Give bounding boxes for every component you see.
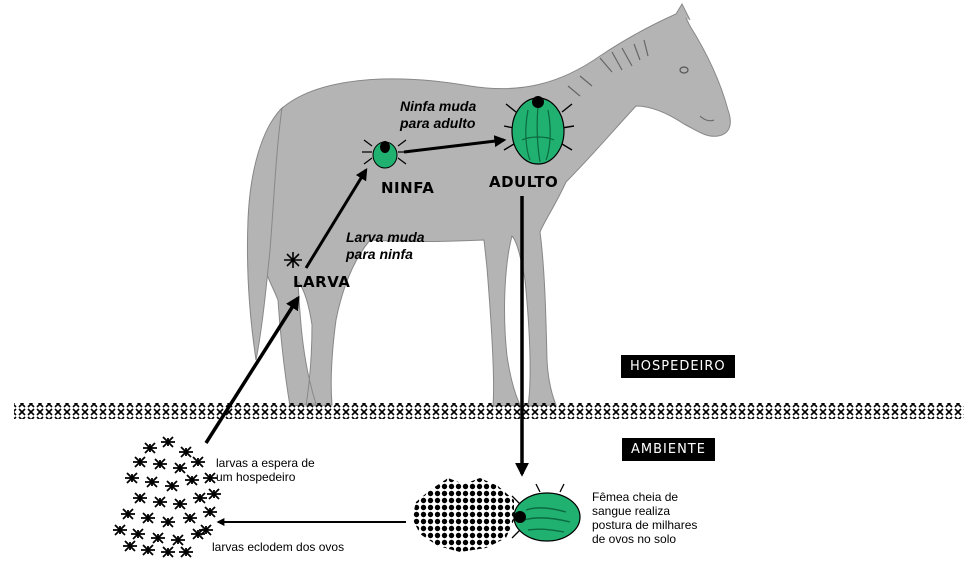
- larva-mark: [183, 513, 197, 523]
- larva-mark: [207, 489, 221, 499]
- larva-mark: [203, 473, 217, 483]
- larva-mark: [185, 475, 199, 485]
- larva-mark: [173, 499, 187, 509]
- note-hatching: larvas eclodem dos ovos: [212, 540, 344, 554]
- note-line: larvas a espera de: [216, 456, 315, 470]
- larva-mark: [125, 473, 139, 483]
- larva-mark: [143, 443, 157, 453]
- note-engorged-female: Fêmea cheia de sangue realiza postura de…: [592, 490, 697, 546]
- larva-mark: [113, 525, 127, 535]
- larva-mark: [153, 497, 167, 507]
- larva-mark: [131, 529, 145, 539]
- larva-mark: [171, 535, 185, 545]
- larva-mark: [133, 493, 147, 503]
- larva-mark: [179, 547, 193, 557]
- molt-line: para ninfa: [346, 246, 425, 263]
- larva-mark: [153, 459, 167, 469]
- larva-mark: [133, 457, 147, 467]
- molt-line: Ninfa muda: [400, 98, 476, 115]
- note-waiting-larvae: larvas a espera de um hospedeiro: [216, 456, 315, 484]
- larva-mark: [145, 477, 159, 487]
- engorged-female-tick-icon: [512, 484, 580, 541]
- molt-line: para adulto: [400, 115, 476, 132]
- larva-mark: [203, 507, 217, 517]
- larva-mark: [161, 437, 175, 447]
- note-line: um hospedeiro: [216, 470, 315, 484]
- note-line: sangue realiza: [592, 504, 697, 518]
- zone-label-hospedeiro: HOSPEDEIRO: [621, 355, 735, 378]
- waiting-larvae-cluster: [113, 437, 221, 557]
- larva-mark: [123, 541, 137, 551]
- larva-mark: [161, 517, 175, 527]
- note-line: Fêmea cheia de: [592, 490, 697, 504]
- egg-mass: [412, 478, 514, 552]
- horse-silhouette: [247, 4, 730, 406]
- molt-line: Larva muda: [346, 229, 425, 246]
- larva-mark: [151, 533, 165, 543]
- larva-mark: [141, 513, 155, 523]
- ground-line: [14, 403, 964, 419]
- larva-mark: [161, 547, 175, 557]
- stage-label-adulto: ADULTO: [489, 173, 558, 191]
- larva-mark: [165, 481, 179, 491]
- molt-label-ninfa-adulto: Ninfa muda para adulto: [400, 98, 476, 132]
- molt-label-larva-ninfa: Larva muda para ninfa: [346, 229, 425, 263]
- larva-mark: [179, 447, 193, 457]
- stage-label-larva: LARVA: [293, 273, 350, 291]
- larva-mark: [141, 545, 155, 555]
- larva-mark: [121, 509, 135, 519]
- stage-label-ninfa: NINFA: [381, 179, 434, 197]
- larva-mark: [173, 463, 187, 473]
- larva-tick-icon: [284, 252, 302, 268]
- zone-label-ambiente: AMBIENTE: [622, 438, 715, 461]
- note-line: postura de milhares: [592, 518, 697, 532]
- larva-mark: [191, 457, 205, 467]
- larva-mark: [193, 493, 207, 503]
- note-line: de ovos no solo: [592, 532, 697, 546]
